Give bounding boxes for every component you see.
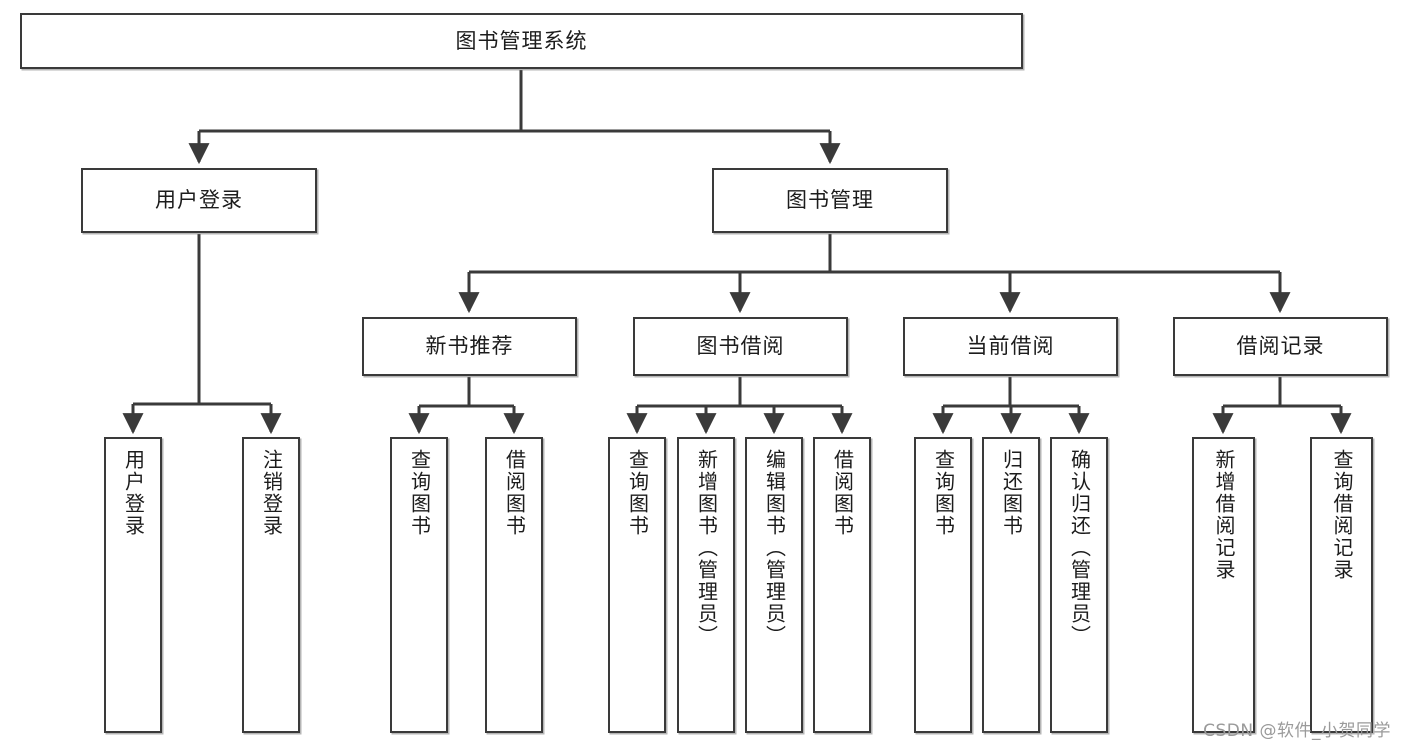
leaf-add-book[interactable]: 新增图书（管理员） [677,437,735,733]
leaf-return-book[interactable]: 归还图书 [982,437,1040,733]
leaf-edit-book[interactable]: 编辑图书（管理员） [745,437,803,733]
node-borrow-record-label: 借阅记录 [1236,334,1325,359]
node-book-borrow[interactable]: 图书借阅 [633,317,848,376]
leaf-confirm-return-label: 确认归还（管理员） [1067,449,1092,647]
leaf-user-login-label: 用户登录 [121,449,146,537]
node-new-book-rec[interactable]: 新书推荐 [362,317,577,376]
node-current-borrow[interactable]: 当前借阅 [903,317,1118,376]
node-root[interactable]: 图书管理系统 [20,13,1023,69]
leaf-add-record[interactable]: 新增借阅记录 [1192,437,1255,733]
leaf-add-record-label: 新增借阅记录 [1212,449,1236,581]
leaf-query-book-1[interactable]: 查询图书 [390,437,448,733]
node-root-label: 图书管理系统 [455,28,588,53]
leaf-query-book-3-label: 查询图书 [931,449,956,537]
node-borrow-record[interactable]: 借阅记录 [1173,317,1388,376]
leaf-logout[interactable]: 注销登录 [242,437,300,733]
leaf-query-book-1-label: 查询图书 [407,449,432,537]
node-book-manage-label: 图书管理 [786,188,874,213]
node-new-book-rec-label: 新书推荐 [425,334,514,359]
leaf-query-record[interactable]: 查询借阅记录 [1310,437,1373,733]
leaf-edit-book-label: 编辑图书（管理员） [762,449,787,647]
node-book-manage[interactable]: 图书管理 [712,168,948,233]
node-current-borrow-label: 当前借阅 [966,334,1055,359]
leaf-borrow-book-2-label: 借阅图书 [830,449,855,537]
leaf-user-login[interactable]: 用户登录 [104,437,162,733]
leaf-query-record-label: 查询借阅记录 [1330,449,1354,581]
node-user-login[interactable]: 用户登录 [81,168,317,233]
csdn-watermark: CSDN @软件_小贺同学 [1203,721,1391,741]
leaf-query-book-3[interactable]: 查询图书 [914,437,972,733]
leaf-borrow-book-2[interactable]: 借阅图书 [813,437,871,733]
leaf-query-book-2-label: 查询图书 [625,449,650,537]
leaf-logout-label: 注销登录 [259,449,284,537]
node-book-borrow-label: 图书借阅 [696,334,785,359]
leaf-add-book-label: 新增图书（管理员） [694,449,719,647]
leaf-borrow-book-1[interactable]: 借阅图书 [485,437,543,733]
leaf-confirm-return[interactable]: 确认归还（管理员） [1050,437,1108,733]
leaf-return-book-label: 归还图书 [999,449,1024,537]
node-user-login-label: 用户登录 [155,188,243,213]
leaf-query-book-2[interactable]: 查询图书 [608,437,666,733]
leaf-borrow-book-1-label: 借阅图书 [502,449,527,537]
